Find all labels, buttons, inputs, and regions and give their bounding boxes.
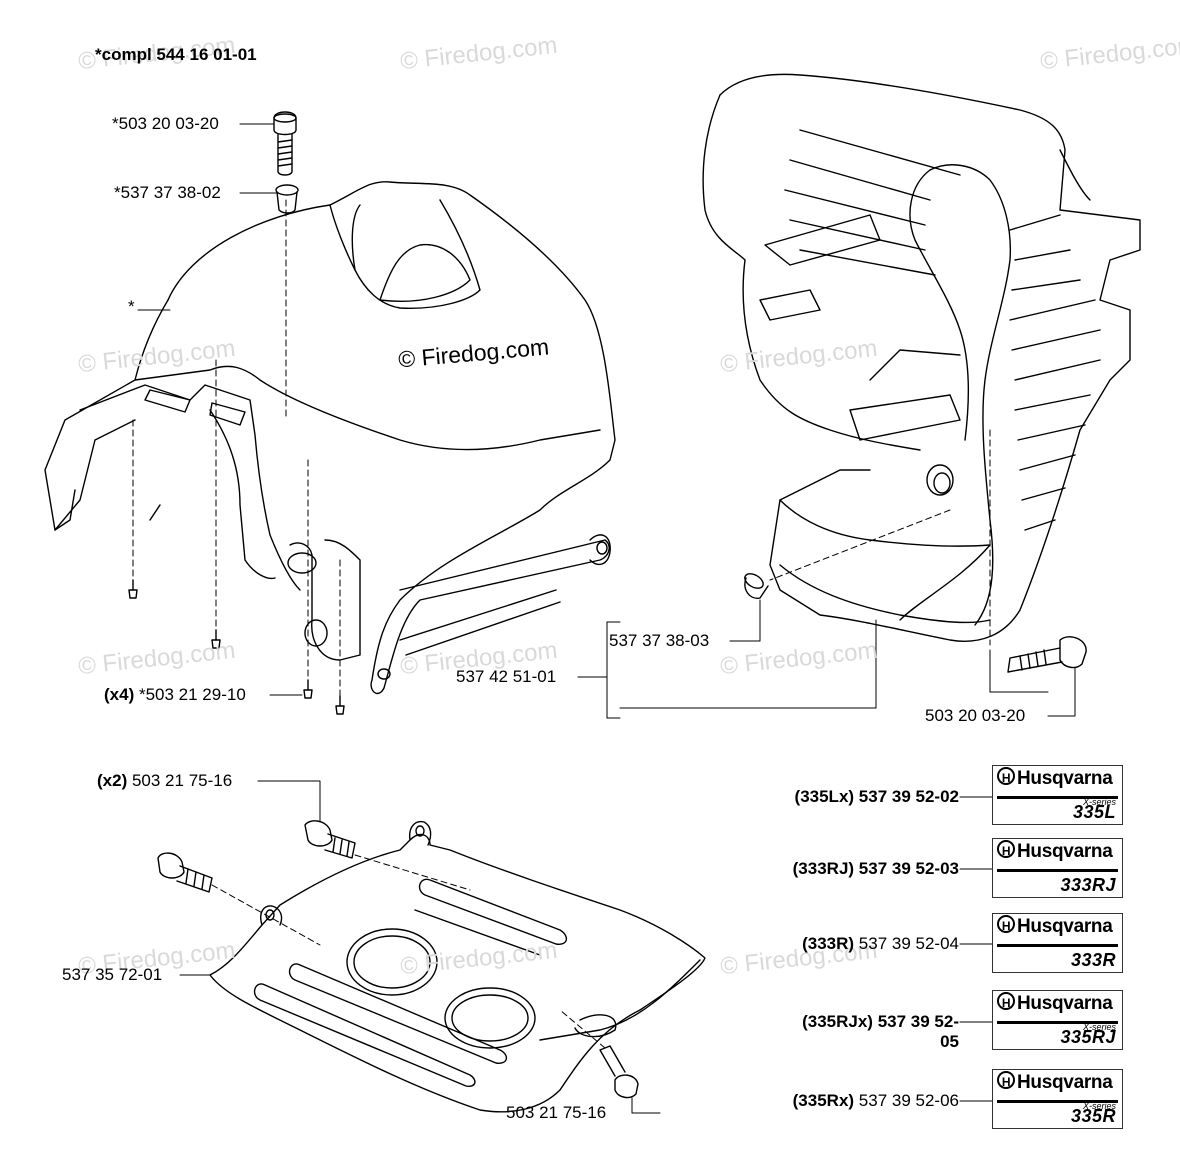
decal-model-code: (335Rx) bbox=[792, 1091, 855, 1110]
decal-model-code: (333R) bbox=[802, 934, 855, 953]
brand-text: Husqvarna bbox=[1017, 841, 1113, 862]
leaders-plate bbox=[179, 780, 661, 1114]
brand-text: Husqvarna bbox=[1017, 993, 1113, 1014]
decal-part-number: 537 39 52-02 bbox=[858, 787, 959, 806]
cylinder-cover-left bbox=[44, 181, 616, 695]
part-label-bolt-top: *503 20 03-20 bbox=[112, 114, 219, 133]
decal-stripe bbox=[997, 796, 1118, 799]
model-text: 335L bbox=[1072, 802, 1116, 822]
series-text: X-series bbox=[1082, 1101, 1116, 1111]
decal-part-number-cont: 05 bbox=[940, 1032, 959, 1051]
decal-label-333rj: (333RJ) 537 39 52-03 bbox=[793, 859, 959, 879]
part-label-bolt-right: 503 20 03-20 bbox=[925, 706, 1026, 725]
part-label-washer-top: *537 37 38-02 bbox=[114, 183, 221, 202]
part-label-plate-bolts: (x2) 503 21 75-16 bbox=[97, 771, 232, 791]
leaders-decals bbox=[959, 796, 993, 1102]
guide-lines-right bbox=[769, 429, 991, 646]
husqvarna-logo-icon: H bbox=[997, 992, 1015, 1010]
brand-text: Husqvarna bbox=[1017, 916, 1113, 937]
part-label-bolt-plate-bottom: 503 21 75-16 bbox=[506, 1103, 607, 1122]
brand-text: Husqvarna bbox=[1017, 1072, 1113, 1093]
husqvarna-logo-icon: H bbox=[997, 1071, 1015, 1089]
decal-label-335rx: (335Rx) 537 39 52-06 bbox=[793, 1091, 959, 1111]
decal-label-335rjx: (335RJx) 537 39 52-05 bbox=[802, 1012, 959, 1052]
part-number-plate-bolts: 503 21 75-16 bbox=[131, 771, 233, 790]
decal-model-code: (333RJ) bbox=[792, 859, 855, 878]
model-text: 335RJ bbox=[1060, 1027, 1116, 1047]
husqvarna-logo-icon: H bbox=[997, 915, 1015, 933]
sleeve-right bbox=[744, 573, 769, 599]
brand-text: Husqvarna bbox=[1017, 768, 1113, 789]
part-label-cover-asterisk: * bbox=[128, 297, 135, 316]
series-text: X-series bbox=[1082, 797, 1116, 807]
husqvarna-logo-icon: H bbox=[997, 840, 1015, 858]
decal-label-335lx: (335Lx) 537 39 52-02 bbox=[795, 787, 959, 807]
decal-stripe bbox=[997, 1021, 1118, 1024]
leaders-right bbox=[577, 599, 1076, 719]
guide-lines-plate bbox=[211, 854, 606, 1049]
decal-model-code: (335Lx) bbox=[794, 787, 855, 806]
fan-housing-right bbox=[702, 73, 1141, 642]
part-label-screws-left: (x4) *503 21 29-10 bbox=[104, 685, 246, 705]
washer-top bbox=[275, 184, 299, 214]
part-number-screws: *503 21 29-10 bbox=[138, 685, 246, 704]
decal-label-333r: (333R) 537 39 52-04 bbox=[802, 934, 959, 954]
model-text: 333R bbox=[1070, 950, 1116, 970]
leaders-left bbox=[137, 123, 303, 696]
decal-part-number: 537 39 52-03 bbox=[858, 859, 959, 878]
bolt-top bbox=[273, 111, 297, 176]
decal-part-number: 537 39 52-06 bbox=[858, 1091, 959, 1110]
decal-stripe bbox=[997, 1100, 1118, 1103]
part-label-sleeve: 537 37 38-03 bbox=[609, 631, 710, 650]
model-text: 335R bbox=[1070, 1106, 1116, 1126]
quantity-x2: (x2) bbox=[97, 771, 128, 790]
husqvarna-logo-icon: H bbox=[997, 767, 1015, 785]
decal-stripe bbox=[997, 944, 1118, 947]
part-label-cover-right: 537 42 51-01 bbox=[456, 667, 557, 686]
decal-stripe bbox=[997, 869, 1118, 872]
screws-left bbox=[128, 579, 345, 715]
decal-model-code: (335RJx) bbox=[802, 1012, 873, 1031]
assembly-header-label: *compl 544 16 01-01 bbox=[95, 45, 257, 64]
model-text: 333RJ bbox=[1060, 875, 1116, 895]
plate-bolts bbox=[157, 820, 639, 1099]
guide-lines-left bbox=[132, 199, 341, 706]
decal-part-number: 537 39 52- bbox=[877, 1012, 959, 1031]
quantity-x4: (x4) bbox=[104, 685, 135, 704]
decal-part-number: 537 39 52-04 bbox=[858, 934, 959, 953]
part-label-skid-plate: 537 35 72-01 bbox=[62, 965, 163, 984]
series-text: X-series bbox=[1082, 1022, 1116, 1032]
bolt-right bbox=[1007, 636, 1087, 673]
skid-plate bbox=[209, 820, 706, 1113]
